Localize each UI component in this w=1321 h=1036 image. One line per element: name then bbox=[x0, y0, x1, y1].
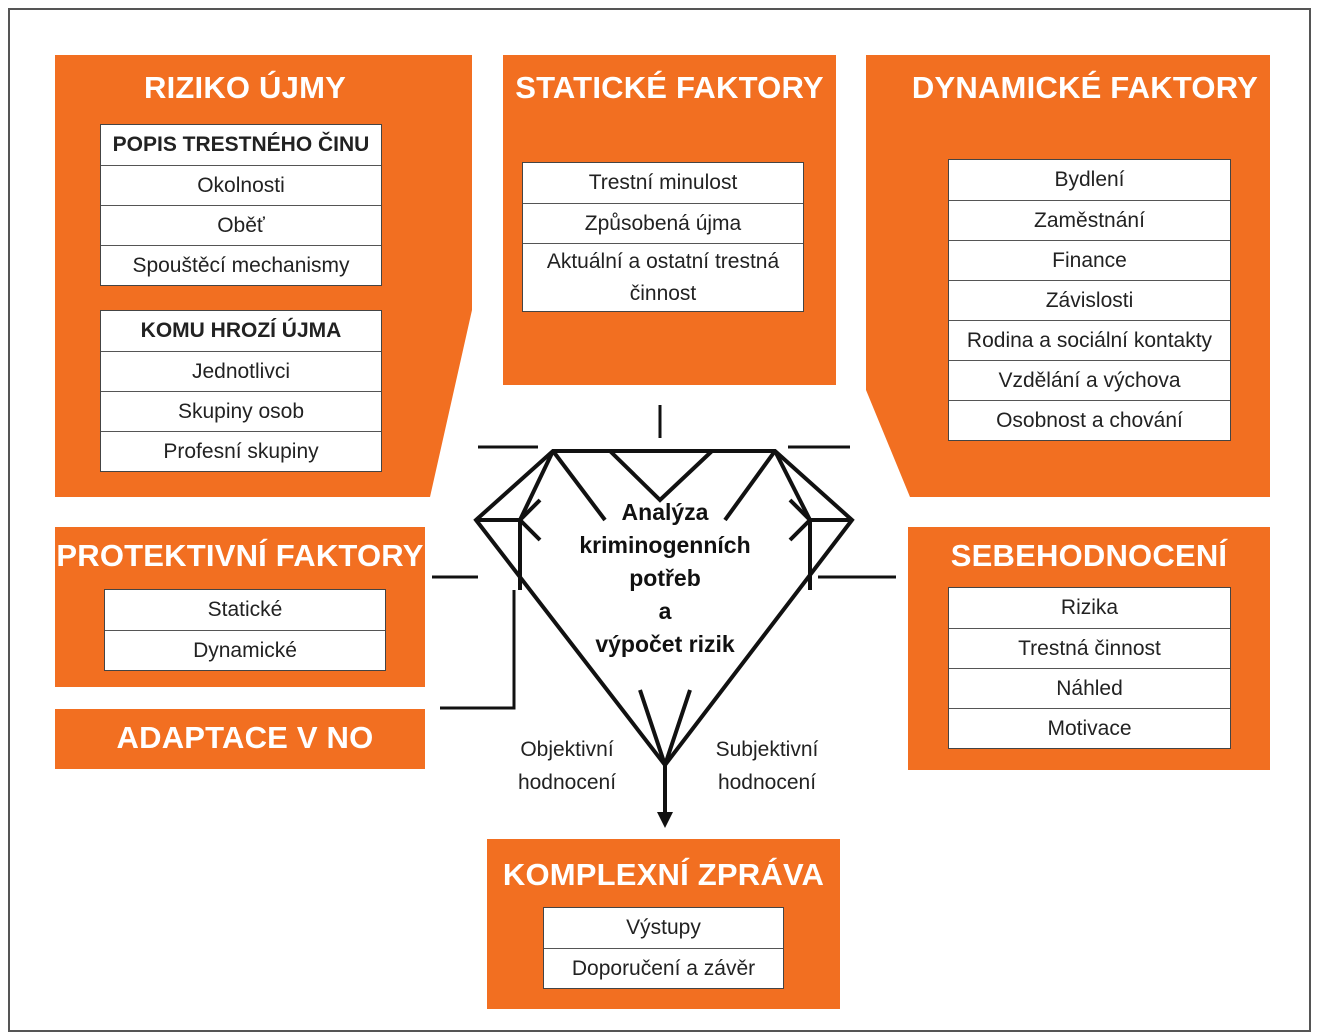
protektivni-table: Statické Dynamické bbox=[104, 589, 386, 671]
objektivni-line-2: hodnocení bbox=[517, 771, 617, 794]
center-line-3: potřeb bbox=[629, 565, 701, 591]
list-item: Spouštěcí mechanismy bbox=[101, 245, 381, 285]
center-line-1: Analýza bbox=[621, 499, 709, 525]
list-item: Vzdělání a výchova bbox=[949, 360, 1230, 400]
list-item: Náhled bbox=[949, 668, 1230, 708]
sebehodnoceni-table: Rizika Trestná činnost Náhled Motivace bbox=[948, 587, 1231, 749]
protektivni-title: PROTEKTIVNÍ FAKTORY bbox=[56, 538, 424, 573]
adaptace-title: ADAPTACE V NO bbox=[116, 720, 374, 755]
list-item: Aktuální a ostatní trestná činnost bbox=[523, 243, 803, 311]
list-item: Způsobená újma bbox=[523, 203, 803, 243]
center-line-2: kriminogenních bbox=[579, 532, 751, 558]
list-item: Profesní skupiny bbox=[101, 431, 381, 471]
sebehodnoceni-title: SEBEHODNOCENÍ bbox=[950, 538, 1228, 573]
diamond-icon bbox=[473, 449, 855, 769]
list-item: Zaměstnání bbox=[949, 200, 1230, 240]
center-line-4: a bbox=[658, 598, 672, 624]
center-analysis-text: Analýza kriminogenních potřeb a výpočet … bbox=[560, 496, 770, 661]
subjektivni-label: Subjektivní hodnocení bbox=[697, 733, 837, 799]
list-item: Rizika bbox=[1060, 596, 1119, 619]
popis-header: POPIS TRESTNÉHO ČINU bbox=[112, 133, 370, 156]
center-line-5: výpočet rizik bbox=[595, 631, 735, 657]
komu-header: KOMU HROZÍ ÚJMA bbox=[140, 319, 342, 342]
list-item: Dynamické bbox=[105, 630, 385, 670]
leader-line-adaptace bbox=[440, 590, 516, 710]
komu-table: KOMU HROZÍ ÚJMA Jednotlivci Skupiny osob… bbox=[100, 310, 382, 472]
list-item: Doporučení a závěr bbox=[544, 948, 783, 988]
list-item: Trestní minulost bbox=[588, 171, 738, 194]
list-item: Okolnosti bbox=[101, 165, 381, 205]
staticke-title: STATICKÉ FAKTORY bbox=[515, 70, 824, 105]
list-item: Výstupy bbox=[626, 916, 701, 939]
popis-table: POPIS TRESTNÉHO ČINU Okolnosti Oběť Spou… bbox=[100, 124, 382, 286]
staticke-table: Trestní minulost Způsobená újma Aktuální… bbox=[522, 162, 804, 312]
komplexni-title: KOMPLEXNÍ ZPRÁVA bbox=[502, 857, 825, 892]
adaptace-panel bbox=[55, 709, 425, 769]
list-item: Trestná činnost bbox=[949, 628, 1230, 668]
dynamicke-table: Bydlení Zaměstnání Finance Závislosti Ro… bbox=[948, 159, 1231, 441]
list-item: Skupiny osob bbox=[101, 391, 381, 431]
down-arrow-head bbox=[657, 812, 673, 828]
list-item: Osobnost a chování bbox=[949, 400, 1230, 440]
subjektivni-line-1: Subjektivní bbox=[715, 738, 819, 761]
diagram-frame bbox=[8, 8, 1311, 1032]
list-item: Bydlení bbox=[1054, 168, 1125, 191]
list-item: Motivace bbox=[949, 708, 1230, 748]
list-item: Jednotlivci bbox=[101, 351, 381, 391]
list-item: Finance bbox=[949, 240, 1230, 280]
dynamicke-title: DYNAMICKÉ FAKTORY bbox=[911, 70, 1259, 105]
list-item: Oběť bbox=[101, 205, 381, 245]
list-item: Rodina a sociální kontakty bbox=[949, 320, 1230, 360]
objektivni-line-1: Objektivní bbox=[520, 738, 614, 761]
komplexni-table: Výstupy Doporučení a závěr bbox=[543, 907, 784, 989]
subjektivni-line-2: hodnocení bbox=[717, 771, 817, 794]
list-item: Závislosti bbox=[949, 280, 1230, 320]
list-item: Statické bbox=[207, 598, 283, 621]
objektivni-label: Objektivní hodnocení bbox=[497, 733, 637, 799]
riziko-ujmy-title: RIZIKO ÚJMY bbox=[144, 70, 346, 105]
